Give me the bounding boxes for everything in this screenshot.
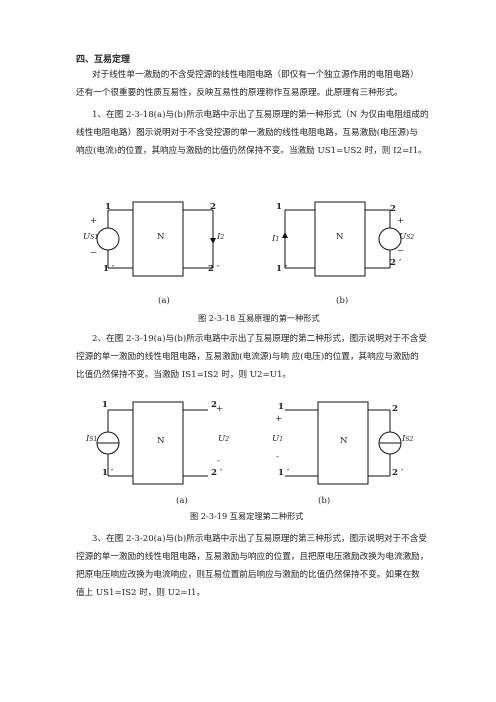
fig2b-source-label: IS2 [402, 434, 414, 444]
fig2-caption: 图 2-3-19 互易定理第二种形式 [190, 511, 304, 521]
fig1a-source-label: US1 [83, 232, 99, 242]
section-heading: 四、互易定理 [76, 55, 131, 65]
fig2b-node-2: 2 [392, 404, 398, 414]
fig2-label-a: (a) [176, 496, 188, 506]
fig2a-node-2p: 2 ′ [211, 468, 223, 478]
fig2b-response-label: U1 [272, 434, 284, 444]
fig1-label-a: (a) [158, 296, 170, 306]
fig2a-response-label: U2 [218, 434, 230, 444]
fig1b-minus: − [397, 246, 405, 256]
p2-line-2: 控源的单一激励的线性电阻电路，互易激励(电流源)与响 应(电压)的位置，其响应与… [76, 352, 419, 362]
fig1b-plus: + [397, 216, 405, 226]
fig1a-node-2: 2 [210, 202, 216, 212]
fig1a-circuit [96, 201, 216, 277]
fig2-label-b: (b) [318, 496, 331, 506]
fig1b-response-label: I1 [272, 234, 280, 244]
fig2a-network: N [157, 436, 165, 446]
fig2b-node-1: 1 [278, 402, 284, 412]
fig1b-node-1p: 1 ′ [276, 264, 288, 274]
fig1b-circuit [282, 201, 402, 277]
fig1a-node-1: 1 [105, 202, 111, 212]
fig1a-plus: + [90, 216, 98, 226]
p1-line-3: 响应(电流)的位置，其响应与激励的比值仍然保持不变。当激励 US1=US2 时，… [76, 146, 427, 156]
fig1-caption: 图 2-3-18 互易原理的第一种形式 [198, 313, 320, 323]
p3-line-4: 值上 US1=IS2 时，则 U2=I1。 [76, 588, 206, 598]
fig2b-network: N [340, 436, 348, 446]
p3-line-3: 把原电压响应改换为电流响应，则互易位置前后响应与激励的比值仍然保持不变。如果在数 [76, 570, 420, 580]
fig1b-node-2p: 2 ′ [390, 258, 402, 268]
p1-line-1: 1、在图 2-3-18(a)与(b)所示电路中示出了互易原理的第一种形式（N 为… [92, 110, 429, 120]
p3-line-2: 控源的单一激励的线性电阻电路，互易激励与响应的位置，且把原电压激励改换为电流激励… [76, 552, 429, 562]
fig2a-circuit [96, 401, 208, 485]
fig2a-node-1: 1 [102, 400, 108, 410]
fig1a-minus: − [90, 248, 98, 258]
fig2b-minus: - [276, 452, 279, 462]
p2-line-3: 比值仍然保持不变。当激励 IS1=IS2 时，则 U2=U1。 [76, 370, 292, 380]
intro-line-2: 还有一个很重要的性质互易性，反映互易性的原理称作互易原理。此原理有三种形式。 [76, 88, 403, 98]
fig2a-minus: - [217, 456, 220, 466]
fig1b-network: N [336, 232, 344, 242]
fig2a-plus: + [216, 404, 224, 414]
fig1a-response-label: I2 [217, 232, 225, 242]
intro-line-1: 对于线性单一激励的不含受控源的线性电阻电路（即仅有一个独立源作用的电阻电路） [92, 70, 419, 80]
p1-line-2: 线性电阻电路）图示说明对于不含受控源的单一激励的线性电阻电路，互易激励(电压源)… [76, 128, 418, 138]
fig1a-node-1p: 1 ′ [103, 264, 115, 274]
fig2b-circuit [285, 401, 402, 485]
p3-line-1: 3、在图 2-3-20(a)与(b)所示电路中示出了互易原理的第三种形式，图示说… [92, 534, 427, 544]
fig1b-node-2: 2 [390, 204, 396, 214]
fig2a-node-2: 2 [211, 400, 217, 410]
fig2b-node-2p: 2 ′ [392, 468, 404, 478]
fig1-label-b: (b) [336, 296, 349, 306]
fig2a-node-1p: 1 ′ [102, 468, 114, 478]
fig1b-node-1: 1 [276, 202, 282, 212]
fig2b-plus: + [275, 414, 283, 424]
fig1b-source-label: US2 [399, 232, 415, 242]
fig2b-node-1p: 1 ′ [278, 468, 290, 478]
fig2a-source-label: IS1 [86, 434, 98, 444]
fig1a-network: N [157, 232, 165, 242]
p2-line-1: 2、在图 2-3-19(a)与(b)所示电路中示出了互易原理的第二种形式，图示说… [92, 334, 427, 344]
fig1a-node-2p: 2 ′ [208, 264, 220, 274]
